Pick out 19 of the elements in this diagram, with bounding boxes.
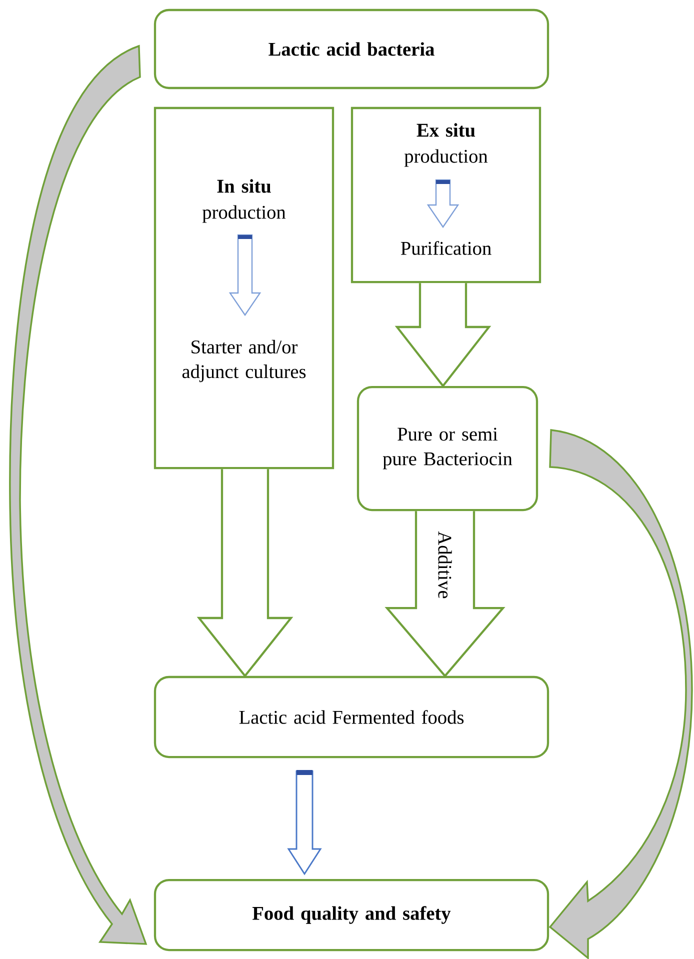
box-label: production <box>404 149 488 167</box>
block-arrow <box>394 282 492 388</box>
box-label: In situ <box>217 179 271 193</box>
arrow <box>287 770 322 876</box>
box-label: production <box>202 205 286 223</box>
process-box <box>154 106 334 470</box>
process-box <box>350 106 542 284</box>
curved-arrow <box>9 45 147 945</box>
edge-label: Additive <box>436 530 454 600</box>
curved-arrow <box>549 429 693 959</box>
box-label: Ex situ <box>416 123 476 137</box>
box-label: Purification <box>400 241 492 255</box>
block-arrow <box>384 510 506 678</box>
box-label: Starter and/or adjunct cultures <box>182 340 306 382</box>
block-arrow <box>196 468 294 678</box>
process-box: Lactic acid Fermented foods <box>154 676 550 758</box>
process-box: Food quality and safety <box>154 878 550 952</box>
process-box: Pure or semi pure Bacteriocin <box>356 386 538 512</box>
process-box: Lactic acid bacteria <box>154 8 550 90</box>
